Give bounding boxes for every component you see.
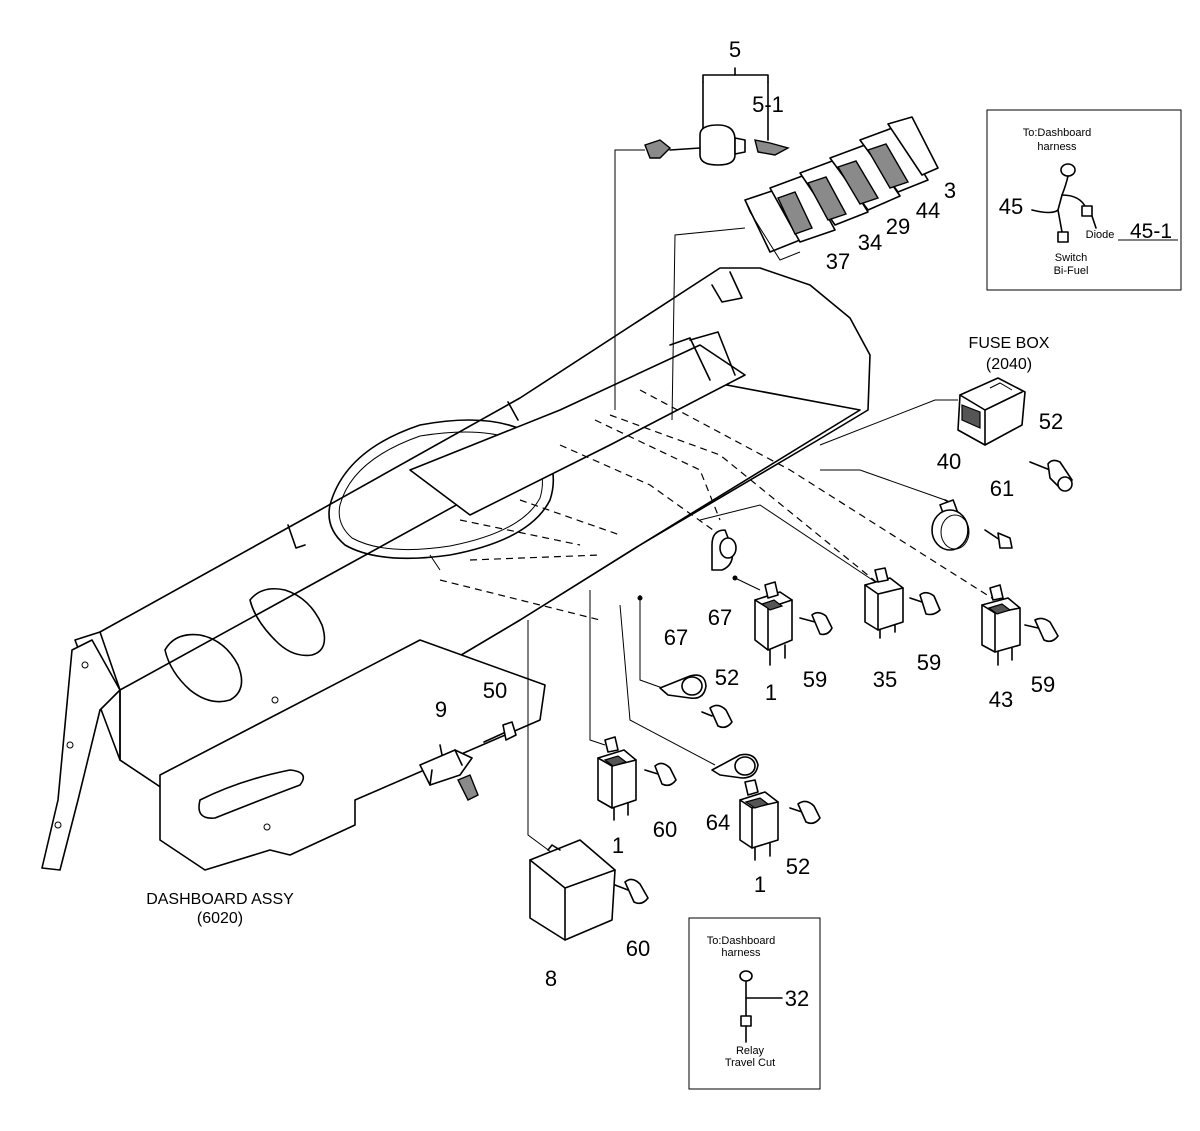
inset-bottom-callout-32: 32 — [785, 986, 809, 1011]
inset-travel-cut — [688, 917, 821, 1090]
screw-59-a — [799, 611, 833, 636]
inset-top-callout-45: 45 — [999, 194, 1023, 219]
rocker-switch-bank — [744, 116, 939, 261]
callout-29: 29 — [886, 214, 910, 239]
relay-1-upper — [754, 581, 793, 666]
relay-43 — [981, 584, 1021, 666]
buzzer — [931, 499, 970, 551]
callout-60-b: 60 — [626, 936, 650, 961]
callout-9: 9 — [435, 697, 447, 722]
box-8 — [529, 839, 616, 941]
fuse-box-code: (2040) — [986, 356, 1032, 373]
inset-bottom-to-line1: To:Dashboard — [707, 935, 776, 947]
callout-59-b: 59 — [917, 650, 941, 675]
screw-59-b — [909, 591, 941, 616]
callout-52-a: 52 — [1039, 409, 1063, 434]
relay-1-middle — [597, 736, 637, 821]
floor-plate — [159, 639, 546, 871]
dashboard-panel — [74, 267, 871, 791]
callout-59-c: 59 — [1031, 672, 1055, 697]
callout-52-b: 52 — [715, 665, 739, 690]
relay-35 — [864, 567, 904, 639]
screw-52-c — [789, 800, 821, 825]
inset-bottom-relay-line2: Travel Cut — [725, 1057, 775, 1069]
callout-43: 43 — [989, 687, 1013, 712]
callout-34: 34 — [858, 230, 882, 255]
dashboard-label: DASHBOARD ASSY — [146, 891, 294, 908]
callout-labels: 5 5-1 3 44 29 34 37 52 40 61 67 67 35 59… — [146, 37, 1172, 1069]
relay-1-lower — [739, 779, 779, 861]
installation-lines — [439, 389, 996, 621]
inset-top-to-line2: harness — [1037, 141, 1077, 153]
inset-top-switch-line2: Bi-Fuel — [1054, 265, 1089, 277]
clamp-67-upper — [711, 529, 737, 571]
callout-35: 35 — [873, 667, 897, 692]
callout-1-a: 1 — [765, 680, 777, 705]
leader-lines — [429, 149, 958, 856]
inset-top-switch-line1: Switch — [1055, 252, 1087, 264]
screw-52-b — [701, 704, 733, 729]
callout-5: 5 — [729, 37, 741, 62]
clamp-64 — [711, 753, 759, 779]
screw-50 — [483, 721, 517, 743]
screw-60-b — [614, 878, 649, 905]
clamp-67-lower — [659, 674, 707, 700]
side-strap — [41, 639, 121, 871]
ignition-switch — [644, 67, 790, 166]
callout-60-a: 60 — [653, 817, 677, 842]
screw-60-a — [644, 762, 677, 787]
inset-top-callout-45-1: 45-1 — [1130, 220, 1172, 243]
inset-bi-fuel — [986, 109, 1182, 291]
callout-3: 3 — [944, 178, 956, 203]
callout-50: 50 — [483, 678, 507, 703]
callout-40: 40 — [937, 449, 961, 474]
switch-9 — [419, 744, 479, 801]
callout-64: 64 — [706, 810, 730, 835]
callout-8: 8 — [545, 966, 557, 991]
screw-59-c — [1024, 617, 1059, 643]
fuse-box-screw — [1029, 459, 1073, 492]
callout-59-a: 59 — [803, 667, 827, 692]
inset-top-to-line1: To:Dashboard — [1023, 127, 1092, 139]
callout-67-b: 67 — [664, 625, 688, 650]
callout-1-c: 1 — [754, 872, 766, 897]
callout-44: 44 — [916, 198, 940, 223]
inset-bottom-to-line2: harness — [721, 947, 761, 959]
inset-bottom-relay-line1: Relay — [736, 1045, 765, 1057]
dashboard-code: (6020) — [197, 910, 243, 927]
screw-61 — [984, 529, 1013, 549]
callout-1-b: 1 — [612, 833, 624, 858]
callout-5-1: 5-1 — [752, 92, 784, 117]
inset-top-diode: Diode — [1086, 229, 1115, 241]
callout-52-c: 52 — [786, 854, 810, 879]
fuse-box — [957, 377, 1026, 446]
callout-61: 61 — [990, 476, 1014, 501]
callout-37: 37 — [826, 249, 850, 274]
fuse-box-label: FUSE BOX — [969, 335, 1050, 352]
callout-67-a: 67 — [708, 605, 732, 630]
